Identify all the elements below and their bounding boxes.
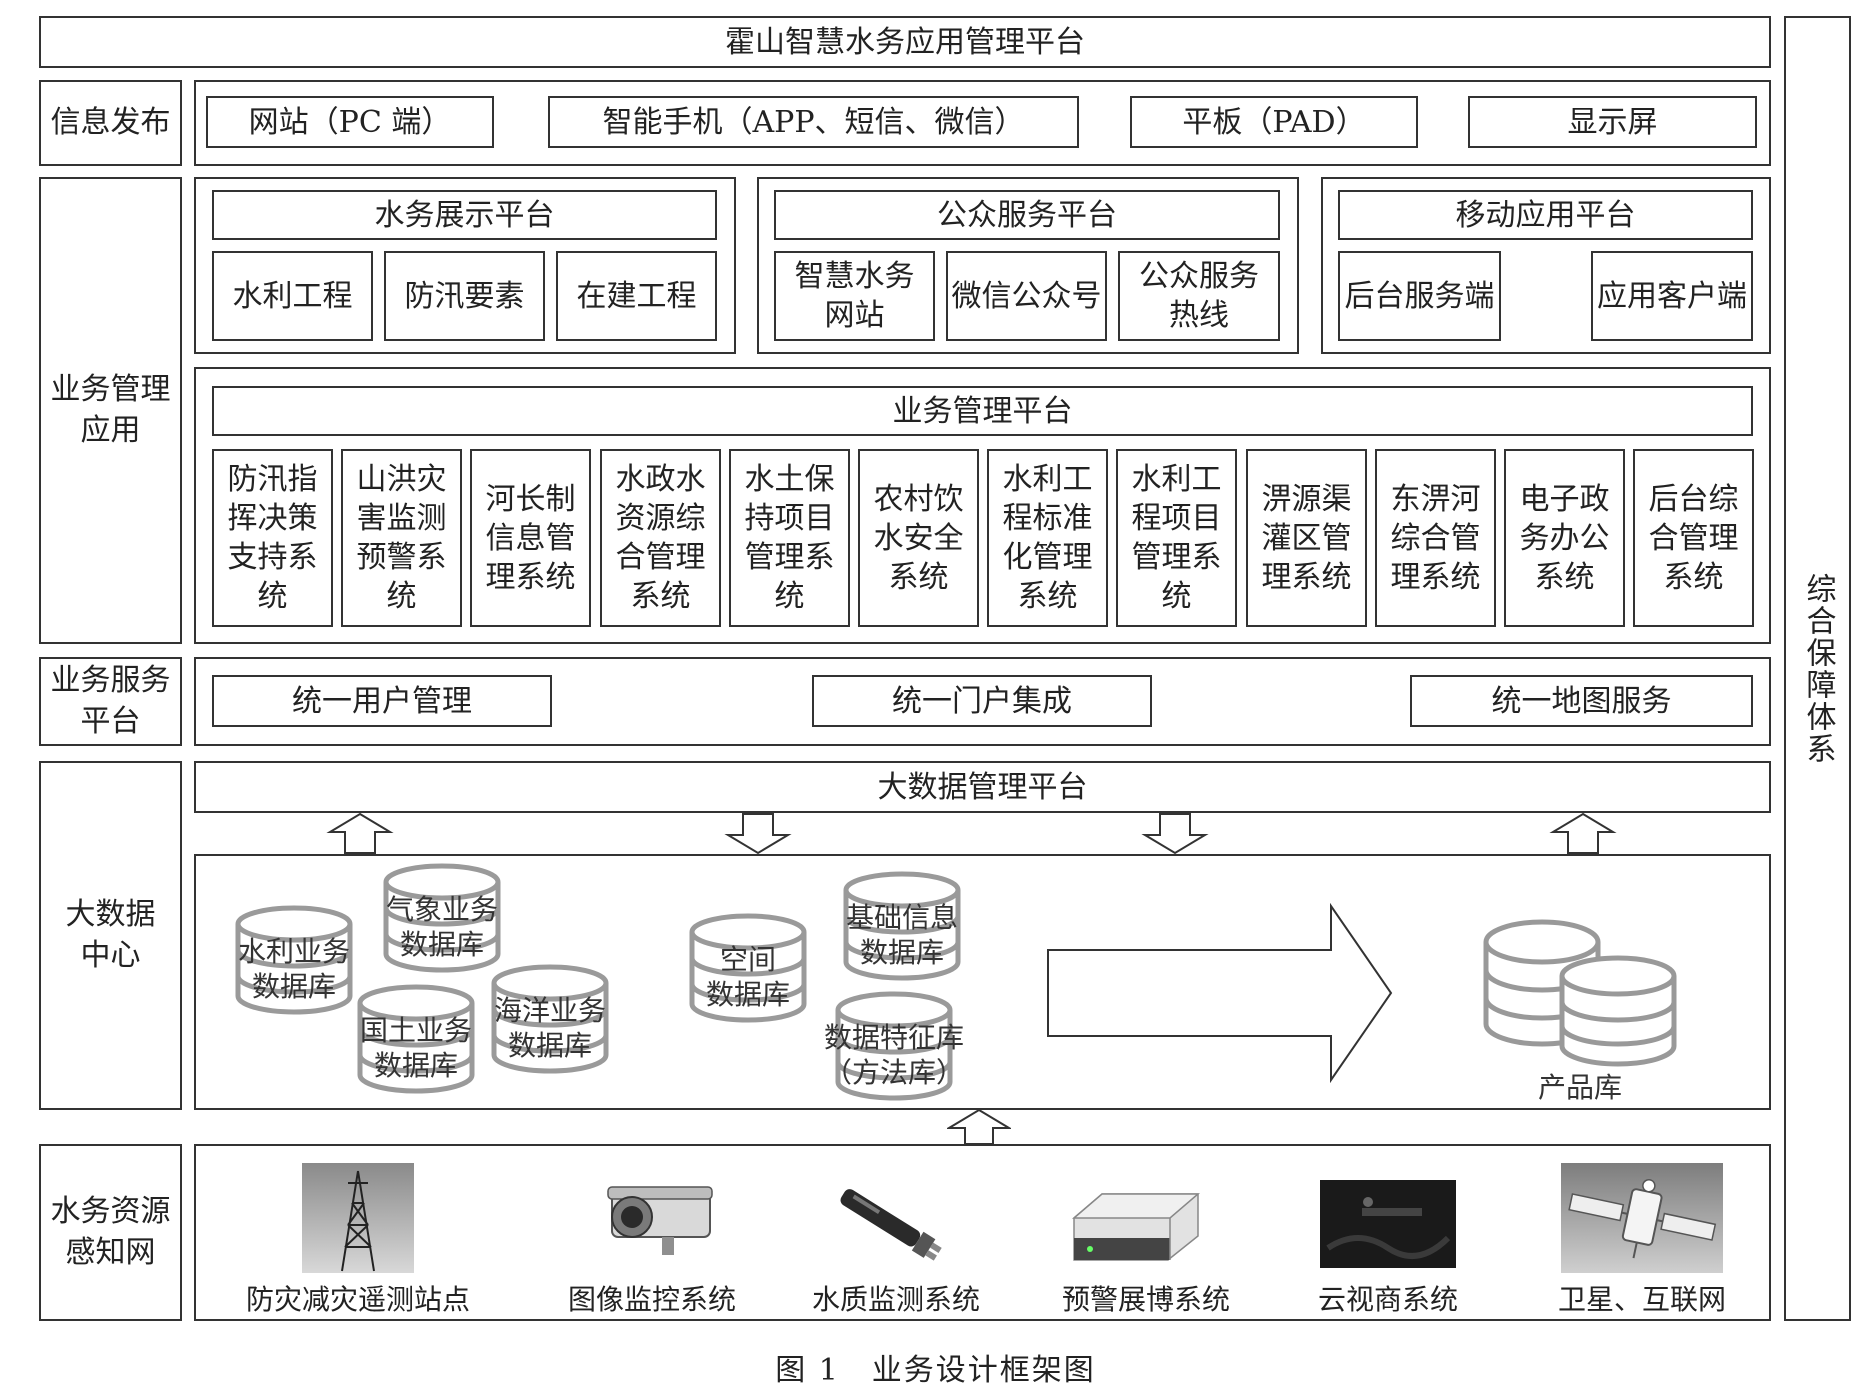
- sensing-up-arrow: [947, 1108, 1011, 1145]
- support-system-label: 综合保障体系: [1800, 572, 1836, 765]
- management-system-11: 电子政 务办公 系统: [1504, 449, 1625, 627]
- sensing-label-cloud-panel: 云视商系统: [1317, 1283, 1458, 1316]
- camera-icon: [607, 1186, 713, 1255]
- service-map: 统一地图服务: [1410, 675, 1753, 727]
- database-label-spatial: 空间 数据库: [705, 943, 790, 1011]
- management-system-12: 后台综 合管理 系统: [1633, 449, 1754, 627]
- service-portal-integration: 统一门户集成: [812, 675, 1152, 727]
- product-database-icon: [1483, 919, 1677, 1067]
- database-icon-ocean: [491, 964, 609, 1074]
- management-system-4: 水政水 资源综 合管理 系统: [600, 449, 721, 627]
- flow-arrow-down-3: [1141, 813, 1209, 855]
- sensing-label-probe: 水质监测系统: [811, 1283, 980, 1316]
- sensing-label-camera: 图像监控系统: [567, 1283, 736, 1316]
- sensing-label-satellite: 卫星、互联网: [1557, 1283, 1726, 1316]
- satellite-icon: [1561, 1163, 1723, 1273]
- database-label-feature: 数据特征库 （方法库）: [823, 1021, 964, 1089]
- support-system-column: 综合保障体系: [1784, 16, 1851, 1321]
- database-label-meteorology: 气象业务 数据库: [385, 893, 498, 961]
- display-item-water-project: 水利工程: [212, 251, 373, 341]
- layer-label-big-data: 大数据 中心: [39, 761, 182, 1110]
- device-box-icon: [1071, 1193, 1201, 1261]
- service-user-management: 统一用户管理: [212, 675, 552, 727]
- flow-arrow-up-4: [1549, 812, 1617, 854]
- probe-icon: [840, 1189, 942, 1261]
- display-item-flood: 防汛要素: [384, 251, 545, 341]
- release-website: 网站（PC 端）: [206, 96, 494, 148]
- public-item-wechat: 微信公众号: [946, 251, 1107, 341]
- database-icon-feature: [835, 991, 953, 1101]
- management-system-10: 东淠河 综合管 理系统: [1375, 449, 1496, 627]
- public-item-website: 智慧水务 网站: [774, 251, 935, 341]
- management-system-8: 水利工 程项目 管理系 统: [1116, 449, 1237, 627]
- sensing-label-tower: 防灾减灾遥测站点: [245, 1283, 470, 1316]
- database-label-basic-info: 基础信息 数据库: [845, 901, 958, 969]
- management-system-2: 山洪灾 害监测 预警系 统: [341, 449, 462, 627]
- management-system-7: 水利工 程标准 化管理 系统: [987, 449, 1108, 627]
- layer-label-sensing: 水务资源 感知网: [39, 1144, 182, 1321]
- management-system-3: 河长制 信息管 理系统: [470, 449, 591, 627]
- management-system-6: 农村饮 水安全 系统: [858, 449, 979, 627]
- database-icon-water: [235, 905, 353, 1015]
- mobile-app-title: 移动应用平台: [1338, 190, 1753, 240]
- release-tablet: 平板（PAD）: [1130, 96, 1418, 148]
- flow-arrow-down-2: [724, 813, 792, 855]
- management-platform-title: 业务管理平台: [212, 386, 1753, 436]
- release-display: 显示屏: [1468, 96, 1757, 148]
- display-platform-title: 水务展示平台: [212, 190, 717, 240]
- database-label-ocean: 海洋业务 数据库: [493, 994, 606, 1062]
- management-system-1: 防汛指 挥决策 支持系 统: [212, 449, 333, 627]
- release-smartphone: 智能手机（APP、短信、微信）: [548, 96, 1079, 148]
- flow-arrow-up-1: [326, 812, 394, 854]
- mobile-item-client: 应用客户端: [1591, 251, 1753, 341]
- tower-icon: [302, 1163, 414, 1273]
- sensing-label-device-box: 预警展博系统: [1061, 1283, 1230, 1316]
- public-item-hotline: 公众服务 热线: [1118, 251, 1280, 341]
- figure-caption: 图 1 业务设计框架图: [775, 1353, 1096, 1388]
- public-service-title: 公众服务平台: [774, 190, 1280, 240]
- big-right-arrow: [1047, 903, 1393, 1083]
- sensing-container: [194, 1144, 1771, 1321]
- database-icon-spatial: [689, 913, 807, 1023]
- big-data-platform: 大数据管理平台: [194, 761, 1771, 813]
- product-database-label: 产品库: [1537, 1071, 1622, 1104]
- mobile-item-server: 后台服务端: [1338, 251, 1501, 341]
- layer-label-service-platform: 业务服务 平台: [39, 657, 182, 746]
- database-icon-meteorology: [383, 863, 501, 973]
- management-system-9: 淠源渠 灌区管 理系统: [1246, 449, 1367, 627]
- platform-title: 霍山智慧水务应用管理平台: [39, 16, 1771, 68]
- cloud-panel-icon: [1320, 1180, 1456, 1268]
- database-label-land: 国土业务 数据库: [359, 1014, 472, 1082]
- display-item-construction: 在建工程: [556, 251, 717, 341]
- management-system-5: 水土保 持项目 管理系 统: [729, 449, 850, 627]
- layer-label-business-app: 业务管理 应用: [39, 177, 182, 644]
- layer-label-info-release: 信息发布: [39, 80, 182, 166]
- database-icon-basic-info: [843, 871, 961, 981]
- database-icon-land: [357, 984, 475, 1094]
- database-label-water: 水利业务 数据库: [237, 935, 350, 1003]
